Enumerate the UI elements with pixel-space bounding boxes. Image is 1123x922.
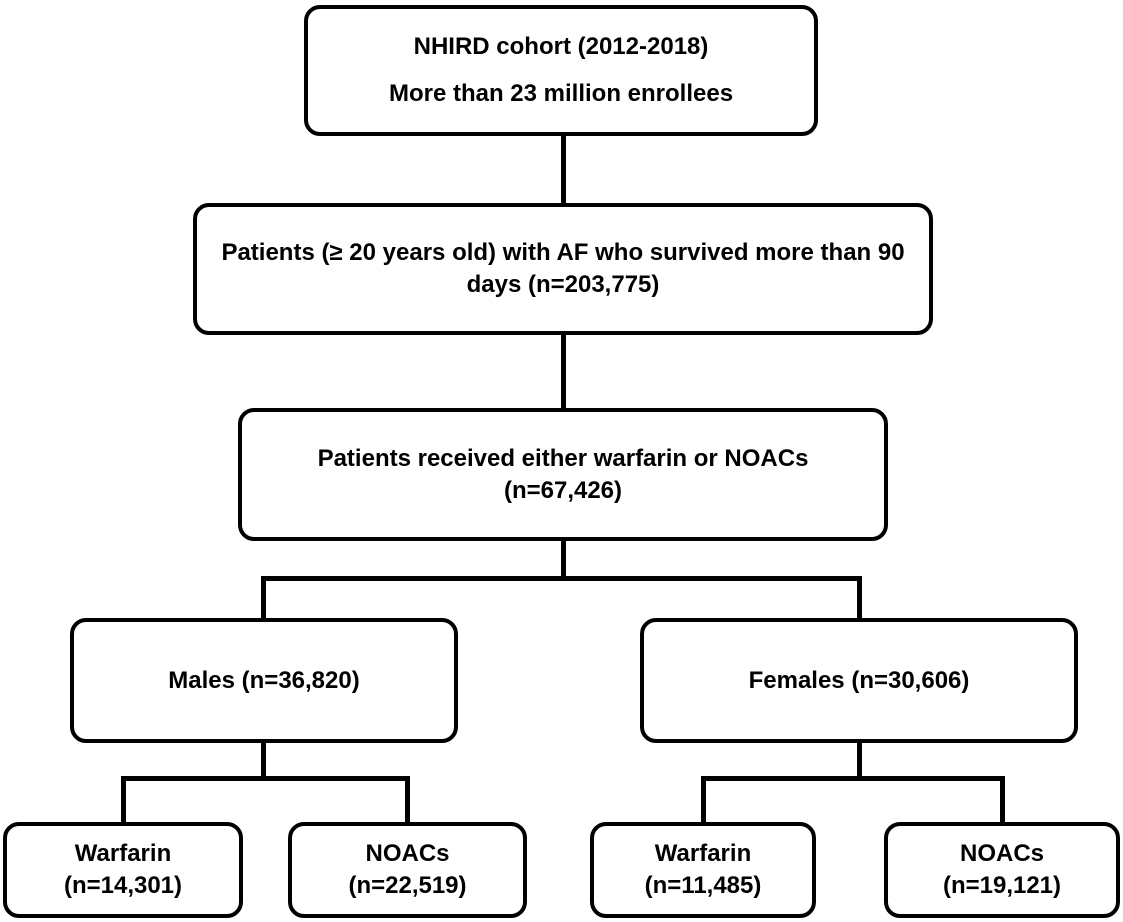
connector-males-split-horizontal [121, 776, 410, 781]
node-af-patients: Patients (≥ 20 years old) with AF who su… [193, 203, 933, 335]
connector-drop-to-males-noacs [405, 776, 410, 822]
connector-treated-stem [561, 541, 566, 581]
connector-females-stem [857, 743, 862, 781]
connector-drop-to-females-warfarin [701, 776, 706, 822]
connector-drop-to-females-noacs [1000, 776, 1005, 822]
node-males: Males (n=36,820) [70, 618, 458, 743]
node-females-noacs-line-1: NOACs [959, 840, 1044, 868]
connector-cohort-to-af [561, 136, 566, 203]
connector-af-to-treated [561, 335, 566, 408]
node-cohort-line-2: More than 23 million enrollees [388, 80, 734, 107]
node-females-warfarin-line-2: (n=11,485) [644, 872, 762, 899]
node-males-noacs-line-2: (n=22,519) [348, 872, 467, 899]
node-females-text: Females (n=30,606) [748, 666, 970, 694]
connector-females-split-horizontal [701, 776, 1005, 781]
node-males-warfarin-line-1: Warfarin [74, 840, 172, 868]
node-males-noacs: NOACs (n=22,519) [288, 822, 527, 918]
connector-drop-to-females [857, 576, 862, 618]
connector-sex-split-horizontal [261, 576, 862, 581]
node-af-patients-text: Patients (≥ 20 years old) with AF who su… [221, 239, 905, 298]
node-males-warfarin-line-2: (n=14,301) [63, 872, 183, 899]
node-treated: Patients received either warfarin or NOA… [238, 408, 888, 541]
node-females-noacs-line-2: (n=19,121) [942, 872, 1062, 899]
connector-drop-to-males [261, 576, 266, 618]
node-males-warfarin: Warfarin (n=14,301) [3, 822, 243, 918]
node-females-warfarin: Warfarin (n=11,485) [590, 822, 816, 918]
node-treated-line-1: Patients received either warfarin or NOA… [317, 444, 809, 472]
node-cohort: NHIRD cohort (2012-2018) More than 23 mi… [304, 5, 818, 136]
node-females: Females (n=30,606) [640, 618, 1078, 743]
connector-males-stem [261, 743, 266, 781]
node-females-warfarin-line-1: Warfarin [654, 840, 752, 868]
node-males-noacs-line-1: NOACs [365, 840, 450, 868]
connector-drop-to-males-warfarin [121, 776, 126, 822]
node-cohort-line-1: NHIRD cohort (2012-2018) [413, 33, 709, 61]
node-males-text: Males (n=36,820) [168, 666, 360, 694]
node-females-noacs: NOACs (n=19,121) [884, 822, 1120, 918]
node-treated-line-2: (n=67,426) [503, 476, 623, 504]
